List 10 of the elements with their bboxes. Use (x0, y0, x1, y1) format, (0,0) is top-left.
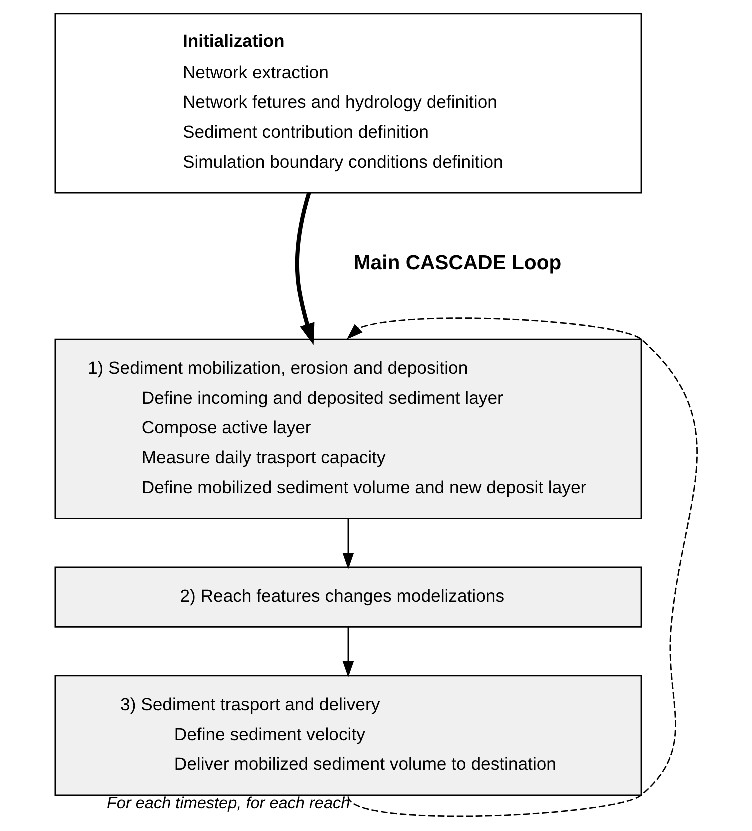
node-box: 1) Sediment mobilization, erosion and deposition Define incoming and deposited sediment layer Compose active layer Measure daily trasport capacity Define mobilized sediment volume and new deposit layer (54, 338, 642, 520)
node-box: 3) Sediment trasport and delivery Define sediment velocity Deliver mobilized sediment volume to destination (54, 675, 642, 796)
arrow (346, 318, 698, 818)
edge-label: For each timestep, for each reach (106, 794, 350, 812)
arrow (294, 192, 314, 346)
arrow (342, 519, 354, 570)
node-box: 2) Reach features changes modelizations (54, 566, 642, 628)
node-box: Initialization Network extraction Network fetures and hydrology definition Sediment contribution definition Simulation boundary conditions definition (54, 13, 642, 194)
arrow (342, 627, 354, 678)
label: Main CASCADE Loop (353, 252, 562, 275)
